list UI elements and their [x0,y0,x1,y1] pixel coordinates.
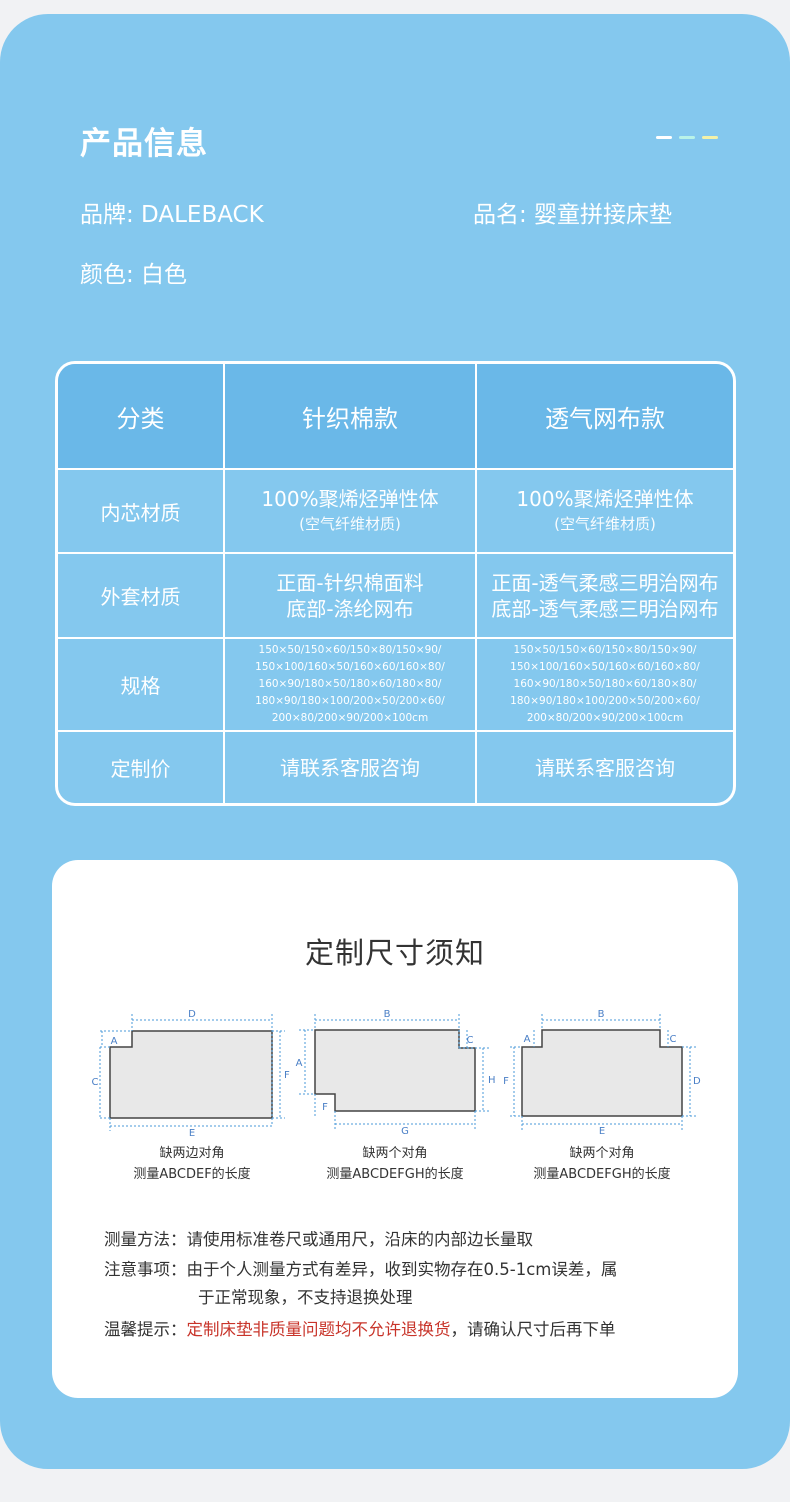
diagram-missing-two-side-corners: D A C F E [92,1009,290,1136]
caption-line: 测量ABCDEF的长度 [133,1167,251,1182]
cell-line: 底部-涤纶网布 [286,596,414,621]
tip-rest: ，请确认尺寸后再下单 [450,1320,616,1339]
diagram-label: F [284,1070,290,1081]
table-cell: 正面-针织棉面料 底部-涤纶网布 [225,554,477,637]
accent-dashes [656,136,718,140]
diagram-label: D [693,1076,701,1087]
diagram-label: A [111,1036,118,1047]
caption-line: 缺两边对角 [159,1146,225,1161]
cell-line: 160×90/180×50/180×60/180×80/ [513,678,697,690]
accent-dash-1 [656,136,672,139]
diagram-label: B [384,1009,391,1020]
cell-line: 请联系客服咨询 [280,755,420,780]
table-cell: 100%聚烯烃弹性体 (空气纤维材质) [477,470,733,552]
warm-tip: 温馨提示：定制床垫非质量问题均不允许退换货，请确认尺寸后再下单 [104,1316,616,1340]
diagram-label: A [296,1058,303,1069]
table-row: 内芯材质 100%聚烯烃弹性体 (空气纤维材质) 100%聚烯烃弹性体 (空气纤… [58,470,733,554]
diagram-caption: 缺两个对角 测量ABCDEFGH的长度 [285,1143,505,1185]
cell-line: (空气纤维材质) [554,515,656,533]
cell-line: 180×90/180×100/200×50/200×60/ [255,695,445,707]
diagram-label: E [189,1128,195,1136]
header-mesh: 透气网布款 [545,404,665,433]
header-category: 分类 [58,364,225,468]
diagram-label: A [524,1034,531,1045]
diagram-label: B [598,1009,605,1020]
diagram-label: E [599,1126,605,1136]
section-title: 产品信息 [80,126,208,162]
row-label-core-material: 内芯材质 [58,470,225,552]
spec-table: 分类 针织棉款 透气网布款 内芯材质 100%聚烯烃弹性体 (空气纤维材质) 1… [55,361,736,806]
custom-size-panel: 定制尺寸须知 D A C F E 缺两边对角 测量ABCDEF的长度 [52,860,738,1398]
cell-line: 200×80/200×90/200×100cm [271,712,429,724]
table-cell: 请联系客服咨询 [225,732,477,803]
cell-line: 底部-透气柔感三明治网布 [491,596,719,621]
brand-text: 品牌: DALEBACK [80,202,264,228]
table-row: 定制价 请联系客服咨询 请联系客服咨询 [58,732,733,803]
accent-dash-2 [679,136,695,139]
diagram-missing-two-opposite-corners: B A C H F G [296,1009,496,1136]
cell-line: (空气纤维材质) [299,515,401,533]
cell-line: 正面-针织棉面料 [276,570,424,595]
notice-line-1: 注意事项：由于个人测量方式有差异，收到实物存在0.5-1cm误差，属 [104,1260,618,1279]
table-row: 规格 150×50/150×60/150×80/150×90/ 150×100/… [58,639,733,732]
caption-line: 测量ABCDEFGH的长度 [533,1167,671,1182]
cell-line: 160×90/180×50/180×60/180×80/ [258,678,442,690]
tip-label: 温馨提示： [104,1320,187,1339]
table-cell: 150×50/150×60/150×80/150×90/ 150×100/160… [225,639,477,730]
diagram-missing-two-top-corners: B A C F D E [503,1009,701,1136]
cell-line: 100%聚烯烃弹性体 [261,487,439,511]
cell-line: 200×80/200×90/200×100cm [526,712,684,724]
diagram-caption: 缺两边对角 测量ABCDEF的长度 [82,1143,302,1185]
diagram-label: C [467,1035,474,1046]
tip-warning: 定制床垫非质量问题均不允许退换货 [186,1320,451,1339]
table-row: 外套材质 正面-针织棉面料 底部-涤纶网布 正面-透气柔感三明治网布 底部-透气… [58,554,733,639]
row-label-size: 规格 [58,639,225,730]
table-cell: 正面-透气柔感三明治网布 底部-透气柔感三明治网布 [477,554,733,637]
row-label-cover-material: 外套材质 [58,554,225,637]
product-name-text: 品名: 婴童拼接床垫 [473,202,673,228]
table-cell: 请联系客服咨询 [477,732,733,803]
header-knit-cotton: 针织棉款 [225,364,477,468]
cell-line: 150×50/150×60/150×80/150×90/ [513,644,697,656]
accent-dash-3 [702,136,718,139]
diagram-label: F [503,1076,509,1087]
cell-line: 请联系客服咨询 [535,755,675,780]
cell-line: 180×90/180×100/200×50/200×60/ [510,695,700,707]
table-cell: 100%聚烯烃弹性体 (空气纤维材质) [225,470,477,552]
cell-line: 150×50/150×60/150×80/150×90/ [258,644,442,656]
product-info-card: 产品信息 品牌: DALEBACK 品名: 婴童拼接床垫 颜色: 白色 分类 针… [0,14,790,1469]
cell-line: 100%聚烯烃弹性体 [516,487,694,511]
custom-size-title: 定制尺寸须知 [304,936,485,970]
diagram-label: D [188,1009,196,1020]
measure-method: 测量方法：请使用标准卷尺或通用尺，沿床的内部边长量取 [104,1230,533,1249]
diagram-caption: 缺两个对角 测量ABCDEFGH的长度 [492,1143,712,1185]
caption-line: 测量ABCDEFGH的长度 [326,1167,464,1182]
cell-line: 150×100/160×50/160×60/160×80/ [510,661,700,673]
diagram-label: F [322,1102,328,1113]
row-label-price: 定制价 [58,732,225,803]
cell-line: 正面-透气柔感三明治网布 [491,570,719,595]
caption-line: 缺两个对角 [362,1146,428,1161]
color-text: 颜色: 白色 [80,262,188,288]
cell-line: 150×100/160×50/160×60/160×80/ [255,661,445,673]
table-header-row: 分类 针织棉款 透气网布款 [58,364,733,470]
diagram-label: G [401,1126,409,1136]
table-cell: 150×50/150×60/150×80/150×90/ 150×100/160… [477,639,733,730]
diagram-label: C [92,1077,99,1088]
diagram-label: H [488,1075,496,1086]
diagram-label: C [670,1034,677,1045]
notice-line-2: 于正常现象，不支持退换处理 [198,1288,413,1307]
caption-line: 缺两个对角 [569,1146,635,1161]
